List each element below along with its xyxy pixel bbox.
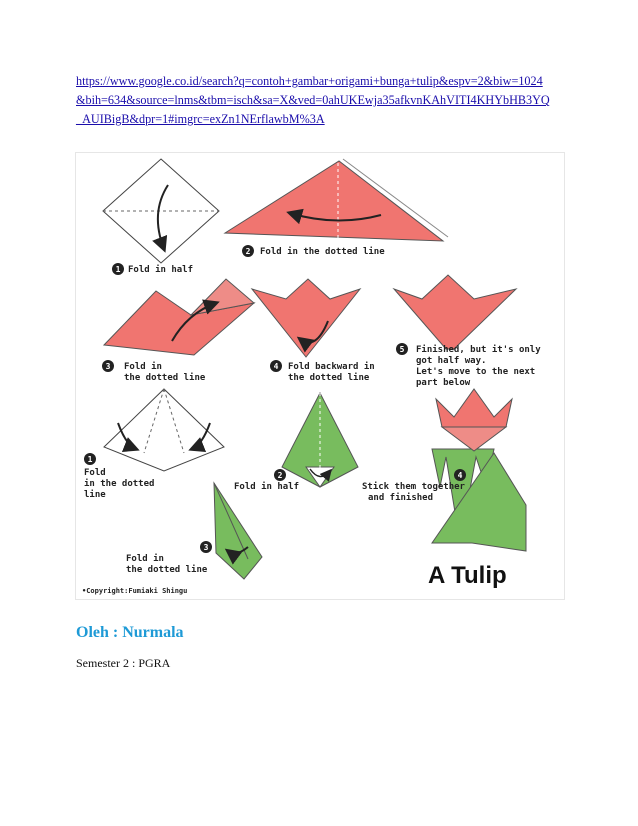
svg-text:3: 3 bbox=[204, 543, 209, 552]
finished-tulip bbox=[431, 388, 527, 552]
step-label-2: 2 Fold in the dotted line bbox=[242, 245, 385, 257]
svg-text:Stick them together: Stick them together bbox=[362, 481, 466, 492]
semester-info: Semester 2 : PGRA bbox=[76, 656, 171, 670]
svg-text:Fold backward in: Fold backward in bbox=[288, 361, 375, 372]
part2-label-1: 1 Fold in the dotted line bbox=[84, 453, 154, 500]
part2-step3-stem bbox=[213, 481, 263, 580]
svg-text:5: 5 bbox=[400, 345, 405, 354]
svg-text:the dotted line: the dotted line bbox=[288, 372, 370, 383]
part2-label-3: 3 Fold in the dotted line bbox=[126, 541, 212, 575]
diagram-title: A Tulip bbox=[428, 562, 507, 589]
part2-step2-triangle bbox=[281, 391, 359, 488]
svg-text:the dotted line: the dotted line bbox=[126, 564, 208, 575]
svg-text:the dotted line: the dotted line bbox=[124, 372, 206, 383]
step-label-3: 3 Fold in the dotted line bbox=[102, 360, 206, 383]
svg-text:Fold in the dotted line: Fold in the dotted line bbox=[260, 246, 385, 257]
diagram-copyright: •Copyright:Fumiaki Shingu bbox=[82, 587, 187, 595]
step-label-5: 5 Finished, but it's only got half way. … bbox=[396, 343, 541, 388]
url-line-2: &bih=634&source=lnms&tbm=isch&sa=X&ved=0… bbox=[76, 93, 550, 107]
svg-text:in the dotted: in the dotted bbox=[84, 478, 154, 489]
svg-text:Fold in: Fold in bbox=[124, 361, 162, 372]
author-name: Oleh : Nurmala bbox=[76, 624, 184, 641]
svg-text:Fold: Fold bbox=[84, 468, 106, 478]
svg-text:1: 1 bbox=[88, 455, 93, 464]
svg-text:got half way.: got half way. bbox=[416, 356, 486, 366]
svg-text:2: 2 bbox=[278, 471, 283, 480]
source-url-link[interactable]: https://www.google.co.id/search?q=contoh… bbox=[76, 72, 566, 129]
url-line-3: _AUIBigB&dpr=1#imgrc=exZn1NErflawbM%3A bbox=[76, 112, 325, 126]
svg-text:line: line bbox=[84, 489, 106, 500]
step3-shape bbox=[102, 278, 256, 356]
svg-text:Let's move to the next: Let's move to the next bbox=[416, 367, 535, 377]
svg-text:and finished: and finished bbox=[368, 492, 433, 503]
part2-label-4: 4 Stick them together and finished bbox=[362, 469, 466, 503]
tulip-origami-diagram: 1 Fold in half 2 Fold in the dotted line… bbox=[75, 152, 565, 600]
svg-text:Fold in half: Fold in half bbox=[128, 264, 193, 275]
url-line-1: https://www.google.co.id/search?q=contoh… bbox=[76, 74, 543, 88]
part2-label-2: 2 Fold in half bbox=[234, 469, 299, 492]
step4-shape bbox=[250, 278, 362, 358]
step5-shape bbox=[392, 274, 518, 350]
part2-step1-kite bbox=[103, 388, 225, 472]
svg-text:4: 4 bbox=[458, 471, 463, 480]
step-label-1: 1 Fold in half bbox=[112, 263, 193, 275]
svg-text:1: 1 bbox=[116, 265, 121, 274]
svg-text:Finished, but it's only: Finished, but it's only bbox=[416, 344, 541, 355]
step2-triangle bbox=[223, 158, 449, 242]
svg-text:Fold in half: Fold in half bbox=[234, 481, 299, 492]
svg-text:Fold in: Fold in bbox=[126, 553, 164, 564]
step-label-4: 4 Fold backward in the dotted line bbox=[270, 360, 375, 383]
svg-text:2: 2 bbox=[246, 247, 251, 256]
svg-text:4: 4 bbox=[274, 362, 279, 371]
svg-text:3: 3 bbox=[106, 362, 111, 371]
svg-text:part below: part below bbox=[416, 378, 471, 388]
step1-diamond bbox=[102, 158, 220, 264]
